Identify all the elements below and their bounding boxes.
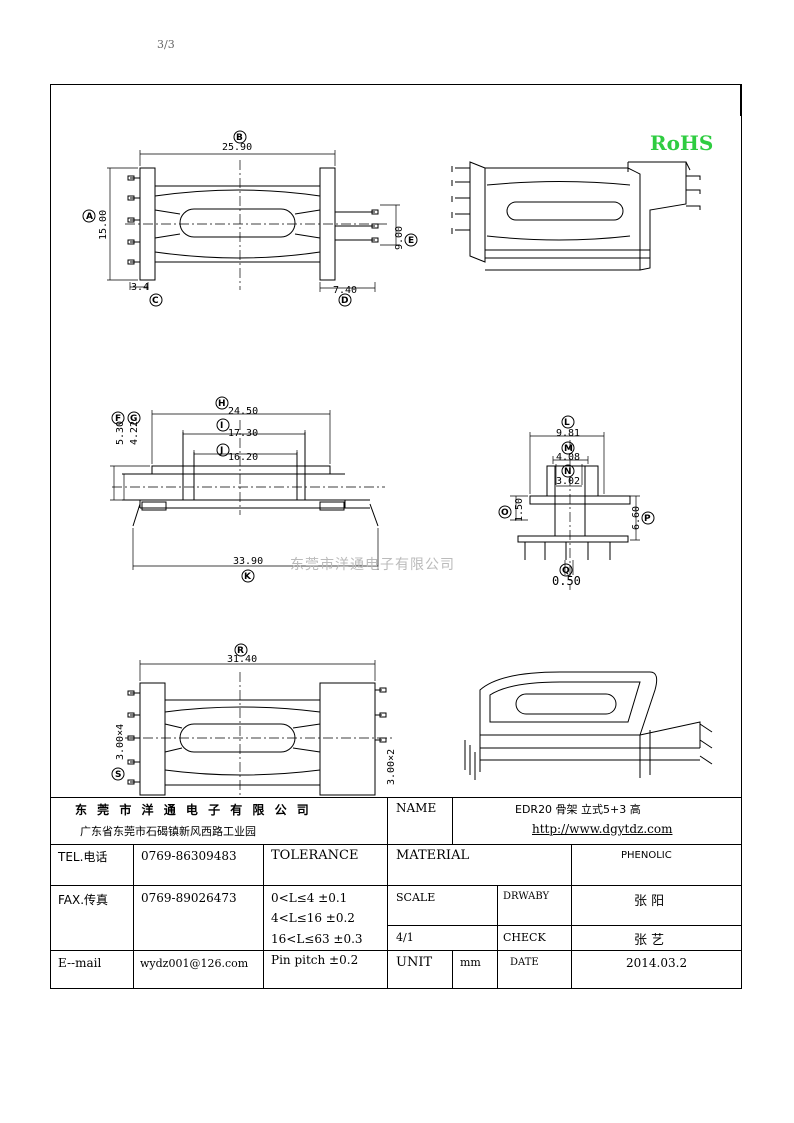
rohs-mark: RoHS: [650, 131, 713, 155]
svg-text:F: F: [115, 414, 121, 424]
tolerance-line-1: 0<L≤4 ±0.1: [271, 891, 348, 905]
fax-label: FAX.传真: [58, 893, 109, 907]
date-value: 2014.03.2: [626, 956, 688, 970]
dim-t-value: 3.00×2: [386, 749, 397, 785]
svg-text:H: H: [218, 399, 226, 409]
front-view: [110, 410, 385, 570]
bottom-view: [125, 660, 395, 796]
scale-value: 4/1: [396, 931, 414, 944]
dim-d-value: 7.40: [333, 285, 357, 296]
svg-text:O: O: [501, 508, 509, 518]
svg-text:B: B: [236, 133, 243, 143]
bottom-view-callouts: [111, 643, 248, 781]
part-name: EDR20 骨架 立式5+3 高: [515, 803, 641, 816]
dim-b-value: 25.90: [222, 142, 252, 153]
date-label: DATE: [510, 957, 539, 968]
dim-h-value: 24.50: [228, 406, 258, 417]
svg-text:A: A: [86, 212, 93, 222]
tel-value: 0769-86309483: [141, 849, 237, 863]
company-name: 东 莞 市 洋 通 电 子 有 限 公 司: [75, 803, 312, 817]
dim-e-value: 9.00: [394, 226, 405, 250]
svg-text:S: S: [115, 770, 121, 780]
svg-text:G: G: [130, 414, 137, 424]
website-link[interactable]: http://www.dgytdz.com: [532, 822, 673, 836]
svg-text:K: K: [244, 572, 252, 582]
dim-p-value: 6.60: [631, 506, 642, 530]
dim-j-value: 16.20: [228, 452, 258, 463]
dim-l-value: 9.81: [556, 428, 580, 439]
drawn-by-value: 张 阳: [634, 894, 665, 909]
svg-text:D: D: [341, 296, 348, 306]
svg-text:C: C: [152, 296, 159, 306]
dim-k-value: 33.90: [233, 556, 263, 567]
page-number: 3/3: [157, 38, 175, 51]
dim-f-value: 5.30: [115, 421, 126, 445]
svg-text:R: R: [237, 646, 244, 656]
email-label: E--mail: [58, 956, 102, 970]
isometric-view-2: [464, 671, 713, 780]
dim-a-value: 15.00: [98, 210, 109, 240]
dim-g-value: 4.22: [129, 421, 140, 445]
svg-text:N: N: [564, 467, 572, 477]
dim-s-value: 3.00×4: [115, 724, 126, 760]
tolerance-line-3: 16<L≤63 ±0.3: [271, 932, 363, 946]
unit-label: UNIT: [396, 955, 433, 970]
svg-text:M: M: [564, 444, 573, 454]
svg-text:Q: Q: [562, 566, 570, 576]
dim-n-value: 3.02: [556, 476, 580, 487]
svg-text:L: L: [564, 418, 570, 428]
dim-q-value: 0.50: [552, 574, 581, 588]
dim-r-value: 31.40: [227, 654, 257, 665]
name-label: NAME: [396, 801, 437, 815]
isometric-view-1: [451, 161, 701, 271]
company-watermark: 东莞市洋通电子有限公司: [290, 556, 455, 573]
material-value: PHENOLIC: [621, 850, 672, 861]
svg-text:I: I: [220, 421, 223, 431]
tolerance-line-2: 4<L≤16 ±0.2: [271, 911, 355, 925]
drawn-label: DRWABY: [503, 891, 550, 902]
front-view-callouts: [111, 396, 255, 583]
tel-label: TEL.电话: [58, 850, 108, 864]
top-view: [107, 150, 400, 292]
material-label: MATERIAL: [396, 848, 470, 863]
tolerance-line-4: Pin pitch ±0.2: [271, 953, 359, 967]
svg-text:J: J: [219, 446, 223, 456]
dim-i-value: 17.30: [228, 428, 258, 439]
email-value: wydz001@126.com: [140, 957, 249, 970]
scale-label: SCALE: [396, 891, 436, 904]
unit-value: mm: [460, 956, 481, 969]
tolerance-label: TOLERANCE: [271, 848, 359, 863]
dim-m-value: 4.08: [556, 452, 580, 463]
top-view-callouts: [82, 130, 418, 307]
company-address: 广东省东莞市石碣镇新风西路工业园: [80, 825, 256, 838]
drawing-frame: [50, 84, 742, 989]
fax-value: 0769-89026473: [141, 891, 237, 905]
svg-text:P: P: [644, 514, 651, 524]
check-value: 张 艺: [634, 933, 665, 948]
dim-c-value: 3.4: [131, 282, 149, 293]
dim-o-value: 1.50: [514, 498, 525, 522]
check-label: CHECK: [503, 931, 546, 944]
side-view-callouts: [498, 415, 655, 577]
svg-text:E: E: [408, 236, 414, 246]
frame-corner-mark: [740, 84, 742, 116]
